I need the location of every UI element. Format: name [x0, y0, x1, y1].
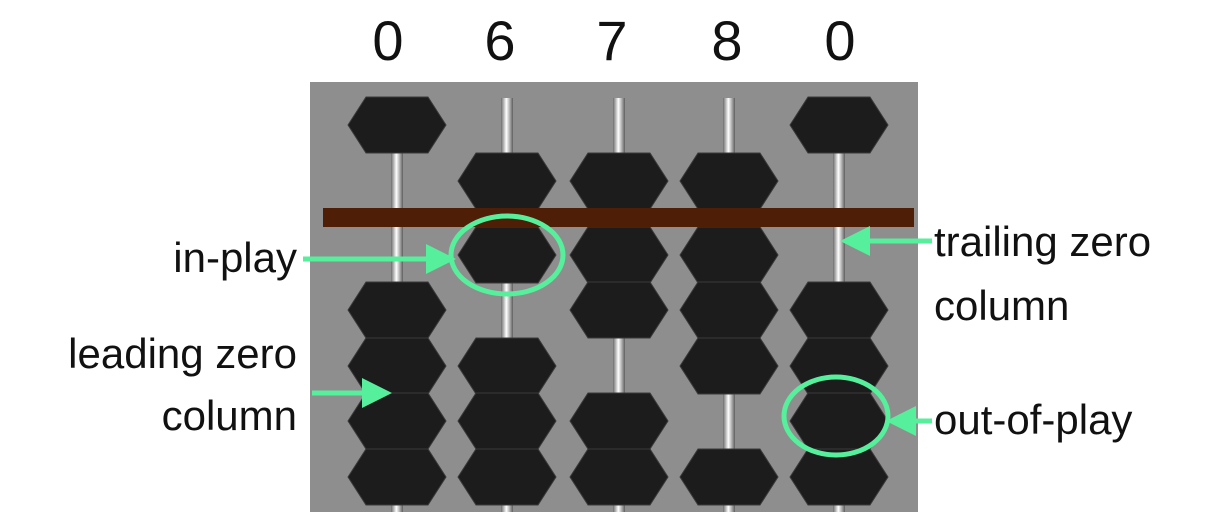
bead — [457, 448, 557, 506]
bead — [457, 152, 557, 210]
bead — [347, 96, 447, 154]
bead — [457, 337, 557, 395]
reckoning-bar — [323, 208, 914, 227]
leading-zero-label-line1: leading zero — [68, 330, 297, 377]
digit-column-2: 6 — [484, 9, 516, 72]
digit-column-5: 0 — [824, 9, 856, 72]
bead — [347, 337, 447, 395]
bead — [789, 96, 889, 154]
trailing-zero-label-line1: trailing zero — [934, 218, 1152, 265]
bead — [457, 226, 557, 284]
trailing-zero-label-line2: column — [934, 282, 1070, 329]
bead — [679, 337, 779, 395]
bead — [457, 392, 557, 450]
bead — [679, 226, 779, 284]
bead — [569, 281, 669, 339]
bead — [347, 392, 447, 450]
leading-zero-label-line2: column — [161, 392, 297, 439]
bead — [569, 152, 669, 210]
in-play-label: in-play — [173, 234, 297, 281]
digit-readout: 0 6 7 8 0 — [0, 0, 1207, 90]
bead — [789, 281, 889, 339]
digit-column-4: 8 — [711, 9, 743, 72]
bead — [569, 392, 669, 450]
digit-column-1: 0 — [372, 9, 404, 72]
bead — [679, 152, 779, 210]
out-of-play-label: out-of-play — [934, 396, 1133, 443]
bead — [347, 448, 447, 506]
bead — [569, 226, 669, 284]
bead — [347, 281, 447, 339]
bead — [679, 448, 779, 506]
bead — [569, 448, 669, 506]
bead — [679, 281, 779, 339]
digit-column-3: 7 — [596, 9, 628, 72]
